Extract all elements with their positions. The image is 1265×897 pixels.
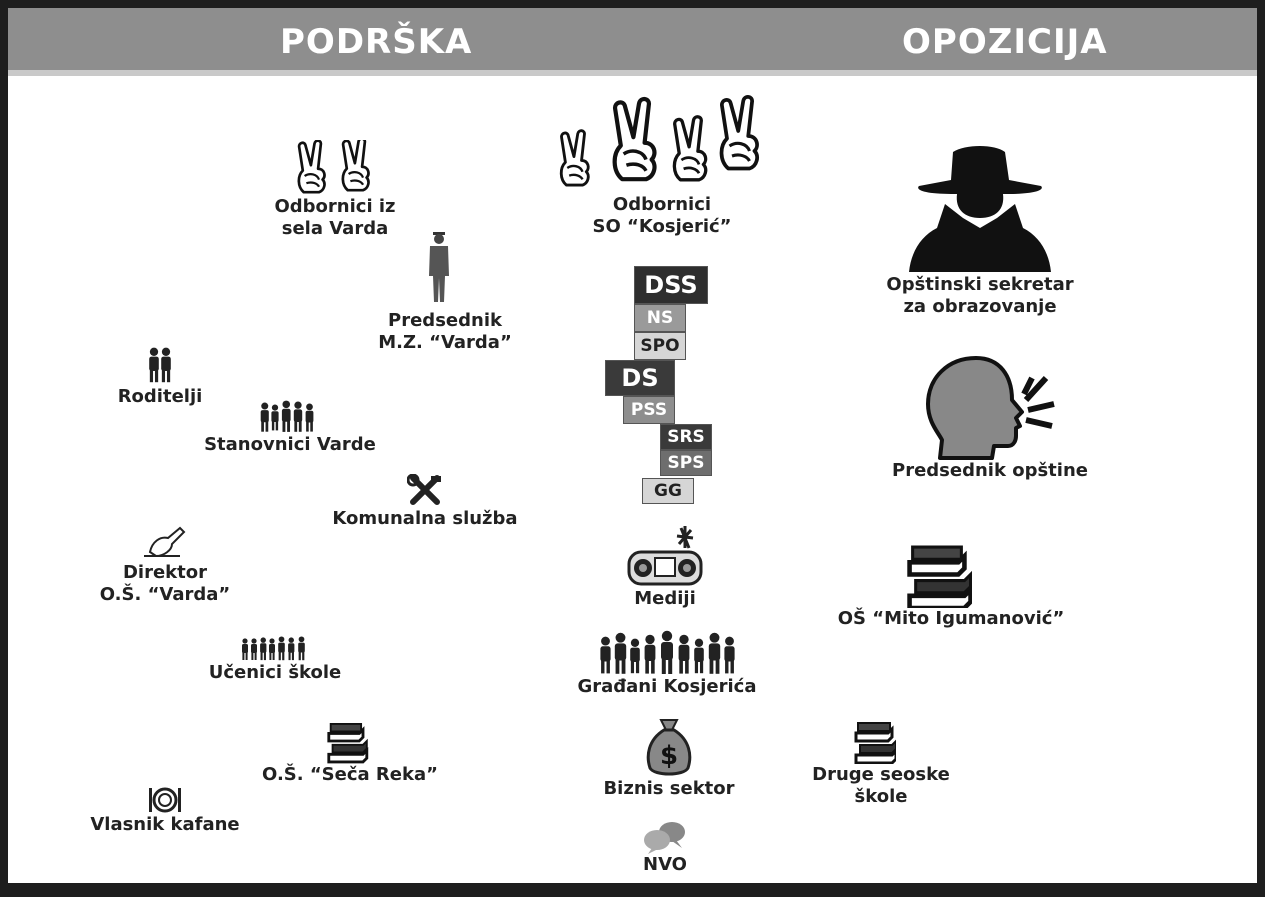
node-nvo: NVO: [610, 820, 720, 876]
node-direktor: Direktor O.Š. “Varda”: [95, 526, 235, 606]
crowd-icon: [600, 630, 735, 674]
node-roditelji: Roditelji: [105, 346, 215, 408]
crowd-icon: [260, 400, 314, 432]
label-odbornici-so-2: SO “Kosjerić”: [592, 216, 732, 237]
money-bag-icon: $: [646, 719, 692, 776]
party-block: SPO: [634, 332, 686, 360]
node-druge-skole: Druge seoske škole: [806, 720, 956, 808]
books-icon: [902, 544, 972, 608]
label-sekretar-1: Opštinski sekretar: [886, 274, 1074, 295]
node-gradjani: Građani Kosjerića: [574, 628, 760, 698]
label-predsednik-opstine: Predsednik opštine: [892, 460, 1088, 481]
node-komunalna: Komunalna služba: [330, 474, 520, 530]
label-gradjani: Građani Kosjerića: [577, 676, 757, 697]
label-roditelji: Roditelji: [117, 386, 203, 407]
party-block: DSS: [634, 266, 708, 304]
support-heading: PODRŠKA: [280, 22, 473, 62]
node-ucenici: Učenici škole: [190, 634, 360, 684]
label-direktor-2: O.Š. “Varda”: [99, 584, 231, 605]
couple-icon: [149, 347, 171, 383]
books-icon: [854, 721, 896, 764]
party-block: DS: [605, 360, 675, 396]
plate-icon: [149, 787, 181, 813]
label-druge-skole-2: škole: [854, 786, 908, 807]
node-seca-reka: O.Š. “Seča Reka”: [255, 722, 445, 786]
label-biznis: Biznis sektor: [603, 778, 735, 799]
node-man-in-suit: [424, 232, 454, 304]
label-komunalna: Komunalna služba: [332, 508, 518, 529]
label-odbornici-varda-1: Odbornici iz: [274, 196, 396, 217]
party-block: NS: [634, 304, 686, 332]
speaking-head-icon: [926, 356, 1055, 460]
books-icon: [327, 722, 369, 764]
man-in-suit-icon: [429, 232, 449, 302]
party-block: PSS: [623, 396, 675, 424]
svg-text:$: $: [660, 741, 678, 771]
peace-hand-icon: [559, 95, 759, 187]
tools-icon: [407, 474, 441, 505]
party-block: SPS: [660, 450, 712, 476]
label-seca-reka: O.Š. “Seča Reka”: [262, 764, 438, 785]
writing-hand-icon: [144, 526, 186, 558]
node-kafana: Vlasnik kafane: [85, 786, 245, 836]
node-predsednik-mz: Predsednik M.Z. “Varda”: [360, 310, 530, 354]
label-stanovnici: Stanovnici Varde: [204, 434, 376, 455]
crowd-icon: [242, 636, 305, 661]
spy-icon: [909, 146, 1051, 272]
label-nvo: NVO: [643, 854, 687, 875]
label-predsednik-mz-2: M.Z. “Varda”: [378, 332, 512, 353]
radio-icon: [627, 526, 703, 586]
label-os-mito: OŠ “Mito Igumanović”: [837, 608, 1065, 629]
node-stanovnici: Stanovnici Varde: [200, 398, 380, 456]
node-mediji: Mediji: [600, 524, 730, 610]
label-direktor-1: Direktor: [122, 562, 207, 583]
label-odbornici-so-1: Odbornici: [612, 194, 712, 215]
party-block: GG: [642, 478, 694, 504]
node-predsednik-opstine: Predsednik opštine: [890, 356, 1090, 482]
label-sekretar-2: za obrazovanje: [903, 296, 1057, 317]
chat-icon: [644, 822, 685, 854]
node-odbornici-so: Odbornici SO “Kosjerić”: [552, 94, 772, 238]
header-bar: PODRŠKA OPOZICIJA: [8, 8, 1257, 76]
opposition-heading: OPOZICIJA: [902, 22, 1108, 62]
label-mediji: Mediji: [634, 588, 696, 609]
node-os-mito: OŠ “Mito Igumanović”: [836, 544, 1066, 630]
peace-hand-icon: [297, 140, 370, 194]
label-predsednik-mz-1: Predsednik: [388, 310, 502, 331]
label-odbornici-varda-2: sela Varda: [281, 218, 389, 239]
node-biznis: $ Biznis sektor: [594, 716, 744, 800]
label-kafana: Vlasnik kafane: [90, 814, 240, 835]
node-sekretar: Opštinski sekretar za obrazovanje: [880, 144, 1080, 318]
label-druge-skole-1: Druge seoske: [812, 764, 950, 785]
party-block: SRS: [660, 424, 712, 450]
label-ucenici: Učenici škole: [208, 662, 342, 683]
node-odbornici-varda: Odbornici iz sela Varda: [260, 140, 410, 240]
